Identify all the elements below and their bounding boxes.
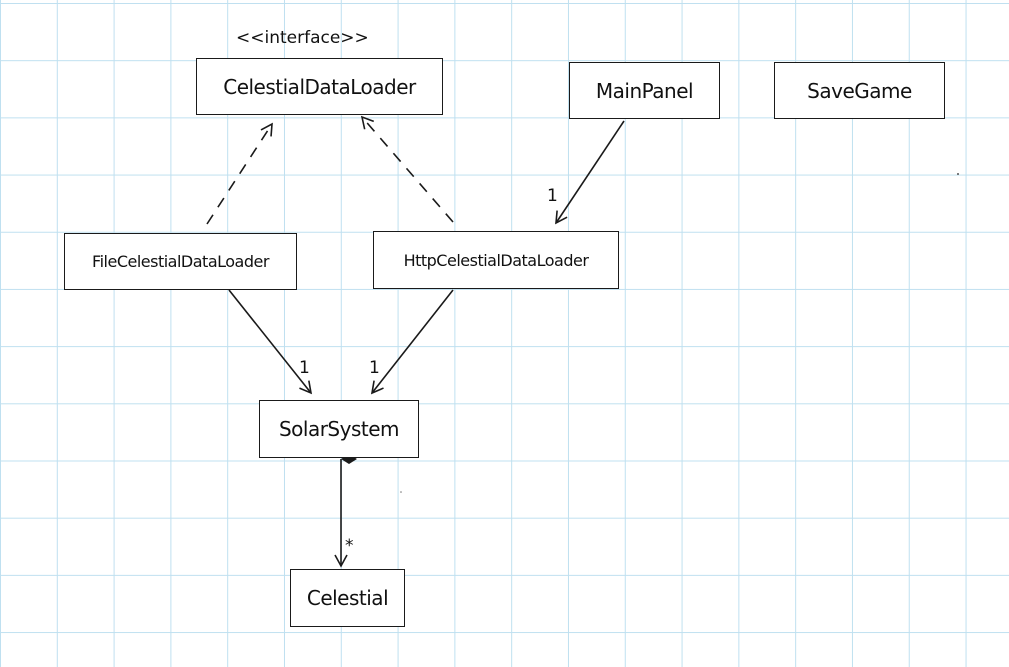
multiplicity-mainpanel-http: 1 — [547, 186, 558, 206]
stray-dot — [400, 491, 402, 493]
class-file-celestial-data-loader[interactable]: FileCelestialDataLoader — [64, 233, 297, 290]
association-mainpanel-to-http — [555, 120, 625, 225]
class-name: MainPanel — [595, 78, 694, 103]
class-name: SaveGame — [807, 78, 912, 103]
class-main-panel[interactable]: MainPanel — [569, 62, 720, 119]
class-save-game[interactable]: SaveGame — [774, 62, 945, 119]
class-solar-system[interactable]: SolarSystem — [259, 400, 419, 458]
class-http-celestial-data-loader[interactable]: HttpCelestialDataLoader — [373, 231, 619, 289]
class-name: HttpCelestialDataLoader — [403, 250, 589, 270]
multiplicity-file-solarsystem: 1 — [299, 358, 310, 378]
class-name: Celestial — [306, 586, 389, 610]
realization-http-to-interface — [360, 115, 454, 223]
class-celestial[interactable]: Celestial — [290, 569, 405, 627]
association-http-to-solarsystem — [370, 289, 454, 395]
interface-stereotype: <<interface>> — [236, 28, 369, 48]
class-name: FileCelestialDataLoader — [92, 252, 269, 271]
class-name: SolarSystem — [278, 417, 400, 441]
class-name: CelestialDataLoader — [223, 74, 416, 99]
multiplicity-http-solarsystem: 1 — [369, 358, 380, 378]
realization-file-to-interface — [206, 122, 273, 225]
association-file-to-solarsystem — [228, 289, 313, 395]
multiplicity-solarsystem-celestial: * — [345, 536, 354, 556]
stray-dot — [957, 173, 959, 175]
class-celestial-data-loader[interactable]: CelestialDataLoader — [196, 58, 443, 115]
